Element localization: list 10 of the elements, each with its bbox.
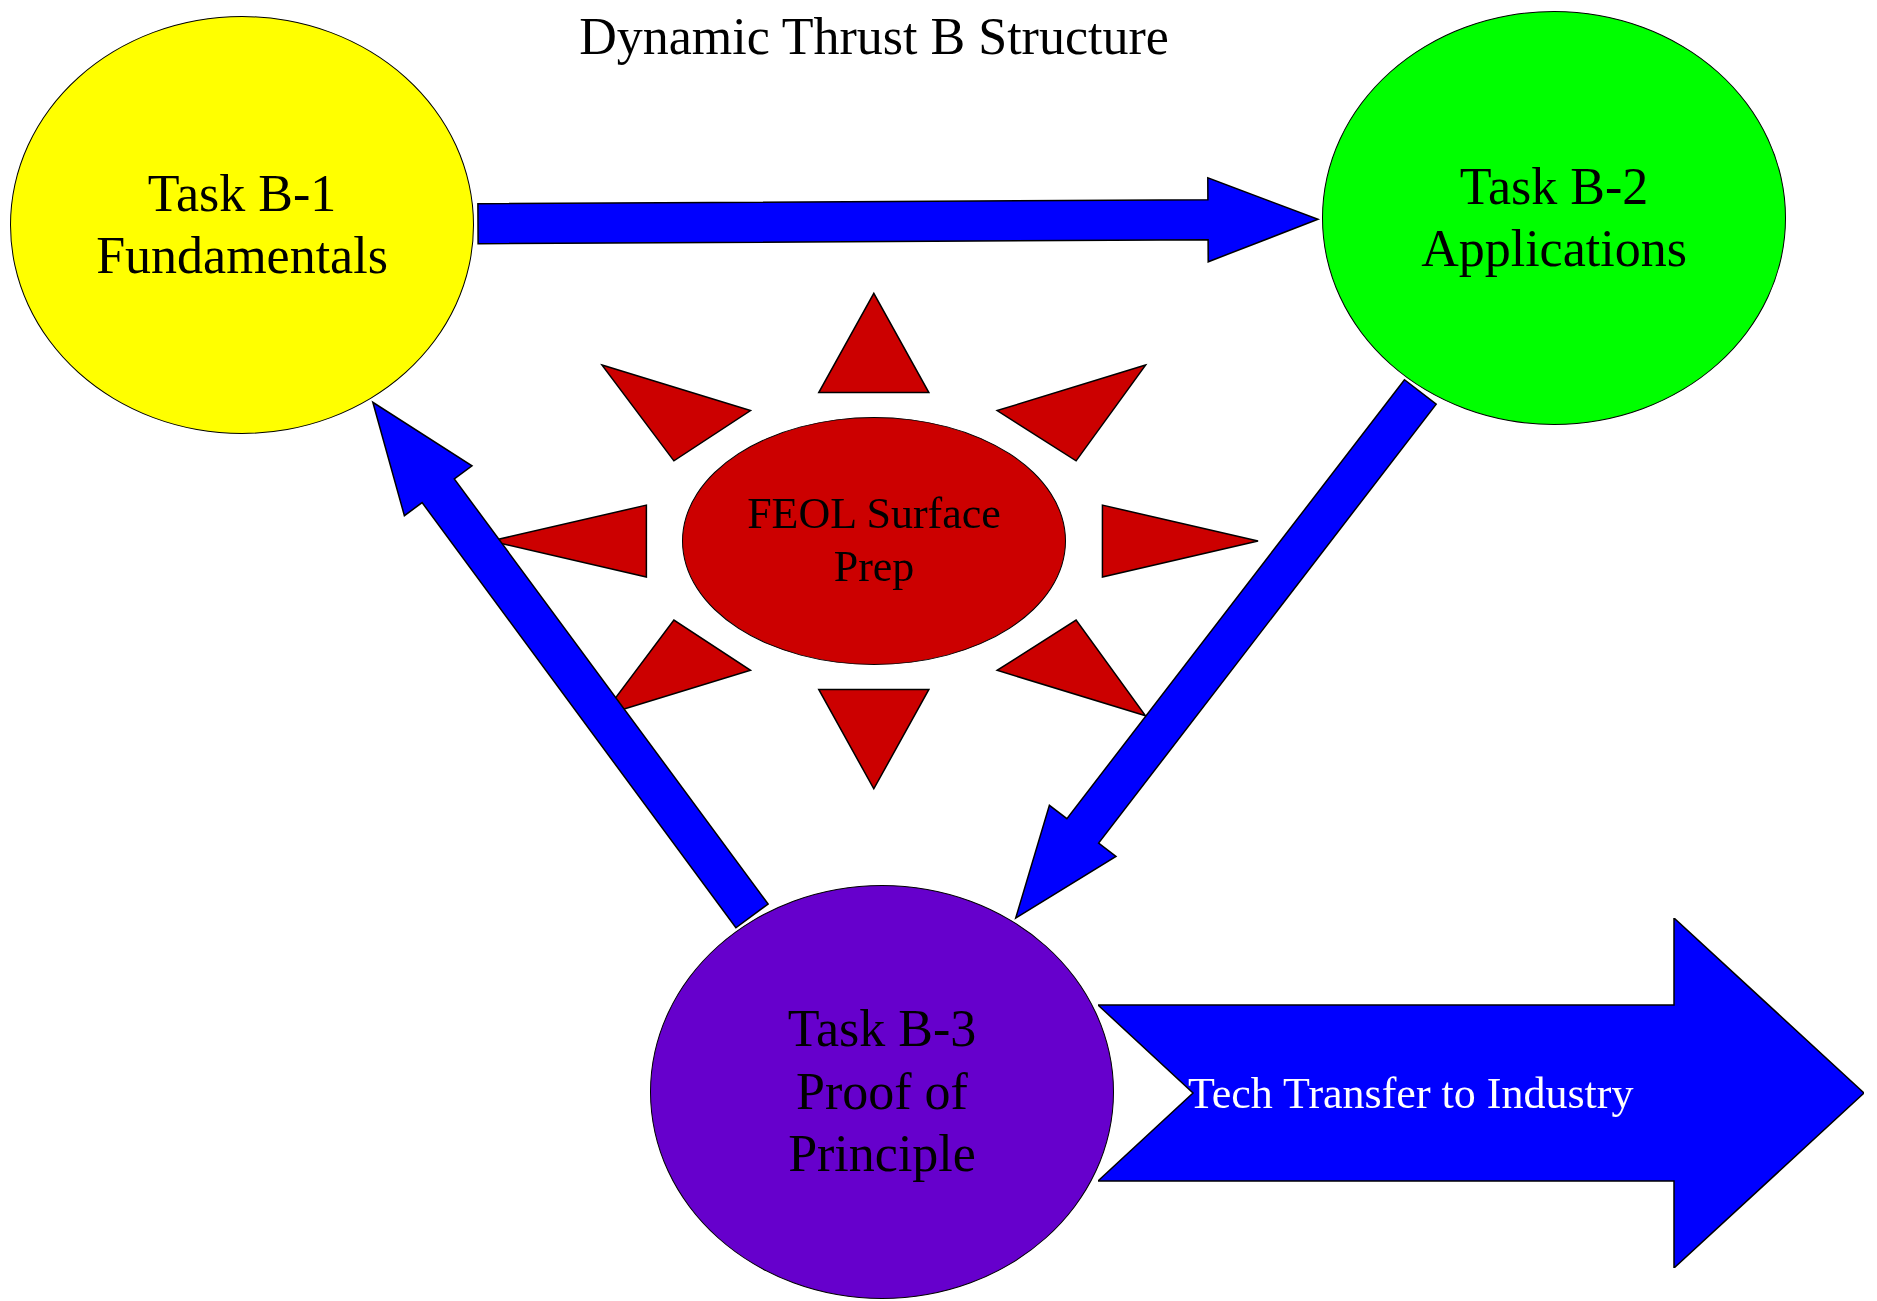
- node-label: FEOL Surface Prep: [746, 488, 1002, 593]
- diagram-title: Dynamic Thrust B Structure: [578, 7, 1170, 67]
- node-label: Task B-1 Fundamentals: [95, 163, 389, 286]
- block-arrow-shape: [1098, 918, 1864, 1268]
- block-arrow: [371, 400, 770, 929]
- node-label: Task B-2 Applications: [1420, 156, 1688, 279]
- arrow-label: Tech Transfer to Industry: [1188, 1068, 1634, 1120]
- node-label: Task B-3 Proof of Principle: [786, 999, 978, 1185]
- block-arrow: [477, 176, 1321, 263]
- block-arrow: [1014, 378, 1438, 920]
